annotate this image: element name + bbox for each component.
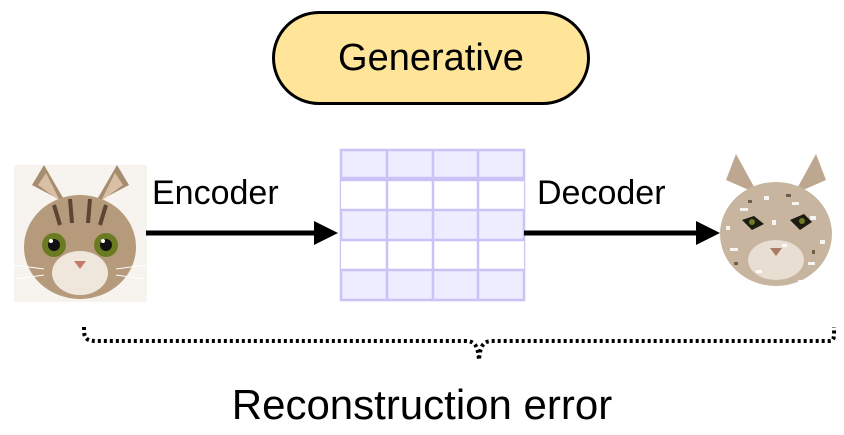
reconstruction-brace: [82, 326, 837, 361]
reconstruction-error-label: Reconstruction error: [231, 381, 613, 428]
generative-title: Generative: [338, 36, 524, 79]
encoder-arrow: [146, 221, 338, 245]
decoder-arrow: [524, 221, 720, 245]
encoder-label: Encoder: [152, 174, 279, 212]
input-cat-image: [14, 165, 147, 302]
reconstructed-cat-image: [712, 150, 840, 290]
decoder-label: Decoder: [537, 174, 666, 212]
latent-grid: [339, 148, 526, 302]
generative-title-pill: Generative: [272, 11, 590, 105]
